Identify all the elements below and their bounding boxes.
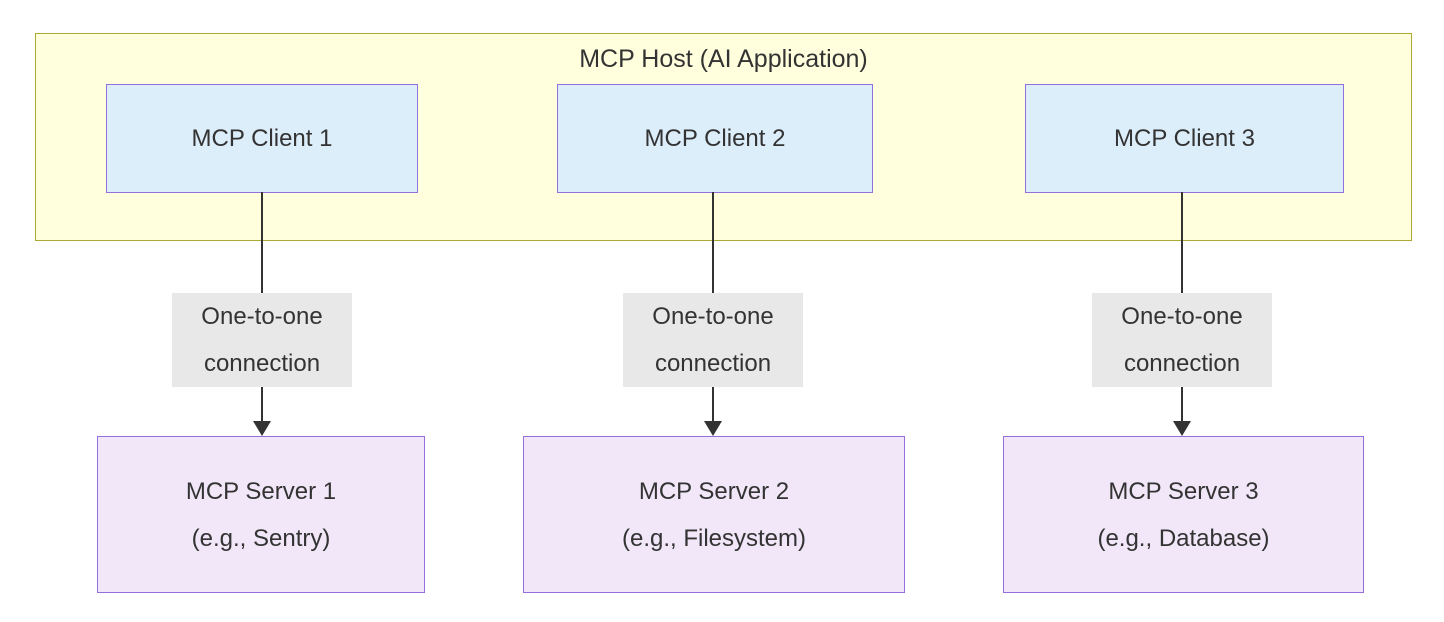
mcp-client-1-label: MCP Client 1 [191, 124, 333, 152]
arrowhead-down-icon [704, 421, 722, 436]
mcp-client-1-node: MCP Client 1 [106, 84, 418, 193]
connection-label-1: One-to-one connection [172, 293, 352, 387]
connection-label-2: One-to-one connection [623, 293, 803, 387]
connection-label-3-line2: connection [1123, 350, 1241, 377]
arrowhead-down-icon [253, 421, 271, 436]
connection-label-2-line1: One-to-one [652, 303, 774, 330]
mcp-server-1-node: MCP Server 1 (e.g., Sentry) [97, 436, 425, 593]
mcp-host-title: MCP Host (AI Application) [579, 45, 868, 73]
mcp-client-3-node: MCP Client 3 [1025, 84, 1344, 193]
mcp-server-3-example: (e.g., Database) [1097, 524, 1270, 552]
mcp-server-2-example: (e.g., Filesystem) [621, 524, 807, 552]
mcp-server-3-node: MCP Server 3 (e.g., Database) [1003, 436, 1364, 593]
mcp-server-1-example: (e.g., Sentry) [191, 524, 331, 552]
mcp-server-3-name: MCP Server 3 [1108, 477, 1259, 505]
arrowhead-down-icon [1173, 421, 1191, 436]
mcp-host-box: MCP Host (AI Application) MCP Client 1 M… [35, 33, 1412, 241]
mcp-client-3-label: MCP Client 3 [1114, 124, 1255, 152]
mcp-server-2-node: MCP Server 2 (e.g., Filesystem) [523, 436, 905, 593]
mcp-client-2-node: MCP Client 2 [557, 84, 873, 193]
connection-label-3-line1: One-to-one [1121, 303, 1243, 330]
connection-label-1-line2: connection [203, 350, 321, 377]
mcp-client-2-label: MCP Client 2 [644, 124, 786, 152]
mcp-server-2-name: MCP Server 2 [638, 477, 790, 505]
mcp-server-1-name: MCP Server 1 [185, 477, 337, 505]
connection-label-1-line1: One-to-one [201, 303, 323, 330]
connection-label-2-line2: connection [654, 350, 772, 377]
connection-label-3: One-to-one connection [1092, 293, 1272, 387]
